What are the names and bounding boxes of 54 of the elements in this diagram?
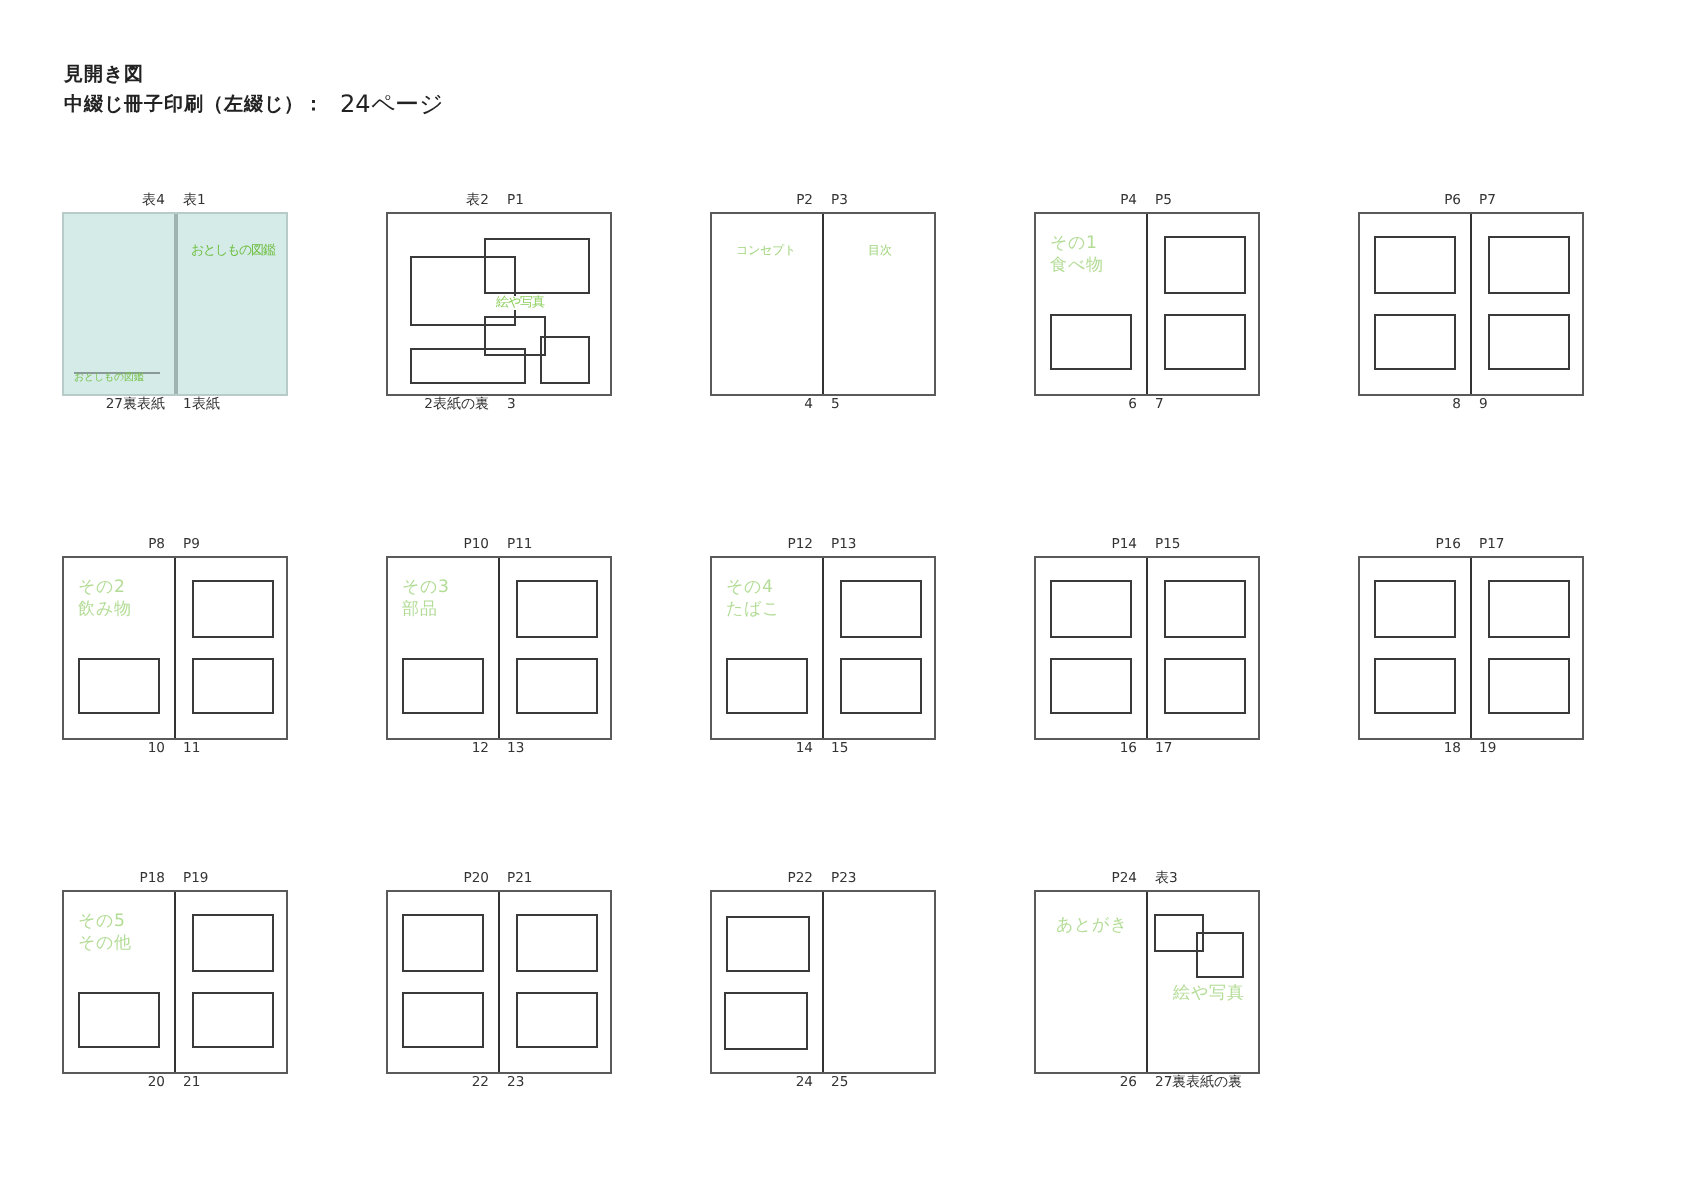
photo-frame	[1050, 314, 1132, 370]
photo-frame	[1164, 580, 1246, 637]
photo-frame	[484, 315, 546, 356]
section-number: その5	[78, 914, 125, 934]
photo-frame	[516, 914, 598, 971]
photo-frame	[402, 658, 484, 714]
photo-frame	[192, 658, 274, 714]
photo-frame	[516, 580, 598, 637]
photo-frame	[1488, 314, 1570, 370]
photo-frame	[540, 335, 590, 384]
photo-frame	[1050, 658, 1132, 714]
photo-frame	[78, 992, 160, 1048]
photo-frame	[1488, 580, 1570, 637]
photo-frame	[516, 992, 598, 1048]
photo-frame	[192, 992, 274, 1048]
section-title: たばこ	[726, 602, 780, 622]
photo-frame	[1374, 314, 1456, 370]
photo-frame	[402, 992, 484, 1048]
section-number: その2	[78, 580, 125, 600]
section-title: 部品	[402, 602, 438, 622]
photo-frame	[1374, 580, 1456, 637]
section-number: その1	[1050, 236, 1097, 256]
section-title: あとがき	[1056, 917, 1128, 937]
photo-frame	[484, 238, 590, 294]
section-title: 飲み物	[78, 602, 132, 622]
photo-frame	[1164, 314, 1246, 370]
photo-frame	[1374, 658, 1456, 714]
photo-frame	[1154, 914, 1204, 951]
photo-frame	[1488, 658, 1570, 714]
photo-frame	[724, 992, 808, 1050]
photo-frame	[1488, 236, 1570, 293]
photo-frame	[840, 658, 922, 714]
photo-frame	[726, 658, 808, 714]
photo-frame	[192, 914, 274, 971]
photo-frame	[410, 348, 526, 384]
diagram-title: 見開き図	[64, 62, 144, 88]
section-title: 食べ物	[1050, 258, 1104, 278]
section-number: その3	[402, 580, 449, 600]
photo-frame	[1164, 236, 1246, 293]
photo-frame	[840, 580, 922, 637]
photo-frame	[516, 658, 598, 714]
photo-frame	[1164, 658, 1246, 714]
page-count: 24ページ	[340, 87, 443, 121]
photo-frame	[726, 915, 810, 972]
photo-frame	[78, 658, 160, 714]
section-title: その他	[78, 936, 132, 956]
photo-frame	[1050, 580, 1132, 637]
photo-frame	[192, 580, 274, 637]
photo-frame	[1196, 932, 1244, 978]
photo-frame	[402, 914, 484, 971]
photo-frame	[1374, 236, 1456, 293]
placeholder-text: 絵や写真	[1171, 985, 1247, 1005]
section-number: その4	[726, 580, 773, 600]
subtitle-text: 中綴じ冊子印刷（左綴じ）：	[64, 92, 324, 118]
